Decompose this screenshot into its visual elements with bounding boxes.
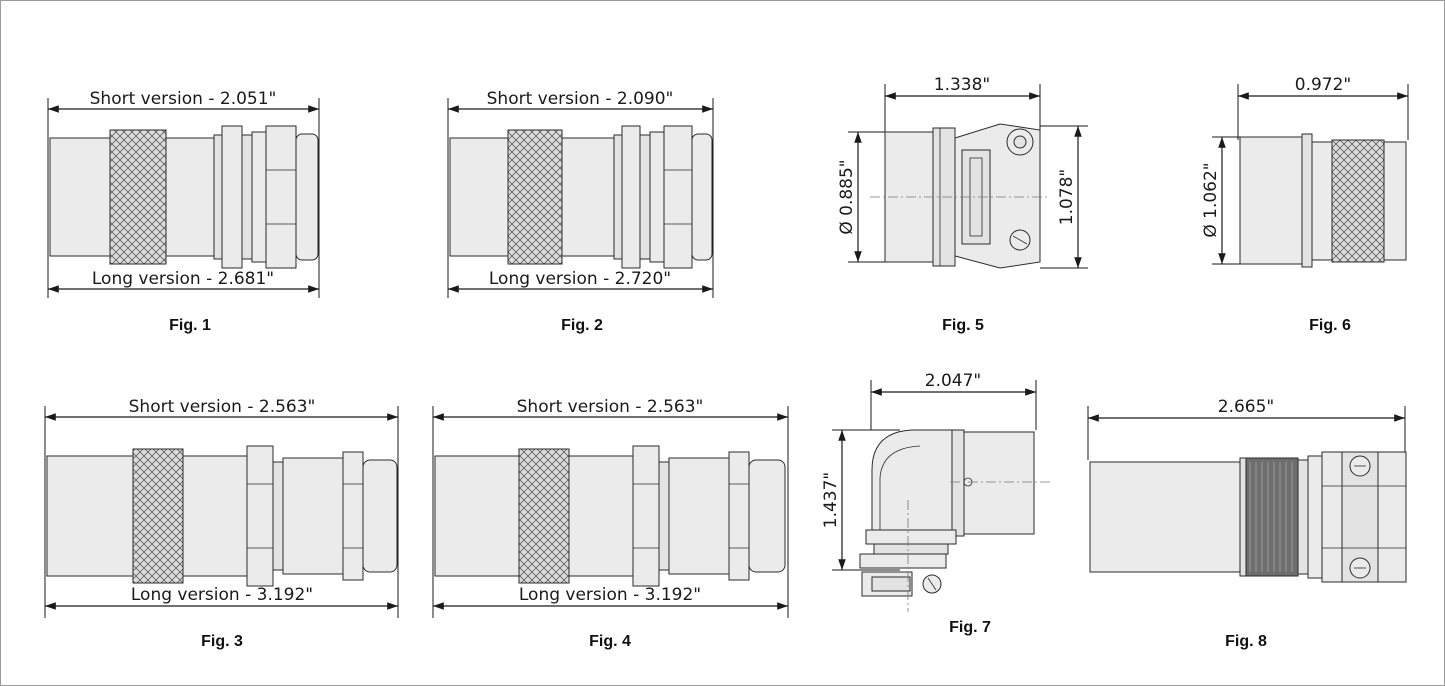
dim-short-label: Short version - 2.051" [90,89,277,109]
knurled-coupling-ring [507,129,563,265]
knurled-coupling-ring [132,448,184,584]
dim-width-label: 0.972" [1295,75,1352,95]
dim-short-label: Short version - 2.563" [129,397,316,417]
figure-3: Short version - 2.563" Long version - 3.… [44,397,399,650]
dim-long-label: Long version - 2.720" [489,269,671,289]
figure-2: Short version - 2.090" Long version - 2.… [447,89,714,334]
figure-6: 0.972" Ø 1.062" Fig. 6 [1201,75,1409,334]
figure-caption: Fig. 1 [169,317,211,334]
figure-1: Short version - 2.051" Long version - 2.… [47,89,320,334]
dim-width-label: 2.665" [1218,397,1275,417]
figure-caption: Fig. 6 [1309,317,1351,334]
connector-side-view [49,125,319,269]
dim-diameter-label: Ø 0.885" [837,159,857,234]
figure-caption: Fig. 7 [949,619,991,636]
figure-caption: Fig. 5 [942,317,984,334]
dark-knurled-ring [1245,457,1299,577]
figure-caption: Fig. 2 [561,317,603,334]
dim-long-label: Long version - 2.681" [92,269,274,289]
connector-cable-clamp-view [870,123,1050,269]
figure-caption: Fig. 4 [589,633,631,650]
knurled-ring [1331,139,1385,263]
dim-short-label: Short version - 2.563" [517,397,704,417]
figure-7: 2.047" 1.437" Fig. 7 [821,371,1052,636]
knurled-coupling-ring [518,448,570,584]
connector-side-view [46,445,398,587]
dim-long-label: Long version - 3.192" [131,585,313,605]
figure-caption: Fig. 8 [1225,633,1267,650]
figure-4: Short version - 2.563" Long version - 3.… [432,397,789,650]
dim-width-label: 1.338" [934,75,991,95]
figure-5: 1.338" Ø 0.885" 1.078" Fig. 5 [837,75,1088,334]
dim-width-label: 2.047" [925,371,982,391]
connector-with-clamp-view [1089,451,1407,583]
dim-long-label: Long version - 3.192" [519,585,701,605]
connector-side-view [449,125,713,269]
dim-height-label: 1.437" [821,472,841,529]
dim-short-label: Short version - 2.090" [487,89,674,109]
knurled-coupling-ring [109,129,167,265]
connector-side-view [434,445,786,587]
figure-caption: Fig. 3 [201,633,243,650]
figure-8: 2.665" Fig. 8 [1087,397,1407,650]
dim-height-label: 1.078" [1057,169,1077,226]
dim-diameter-label: Ø 1.062" [1201,162,1221,237]
right-angle-connector-view [859,429,1052,612]
protective-cap-view [1239,133,1407,268]
